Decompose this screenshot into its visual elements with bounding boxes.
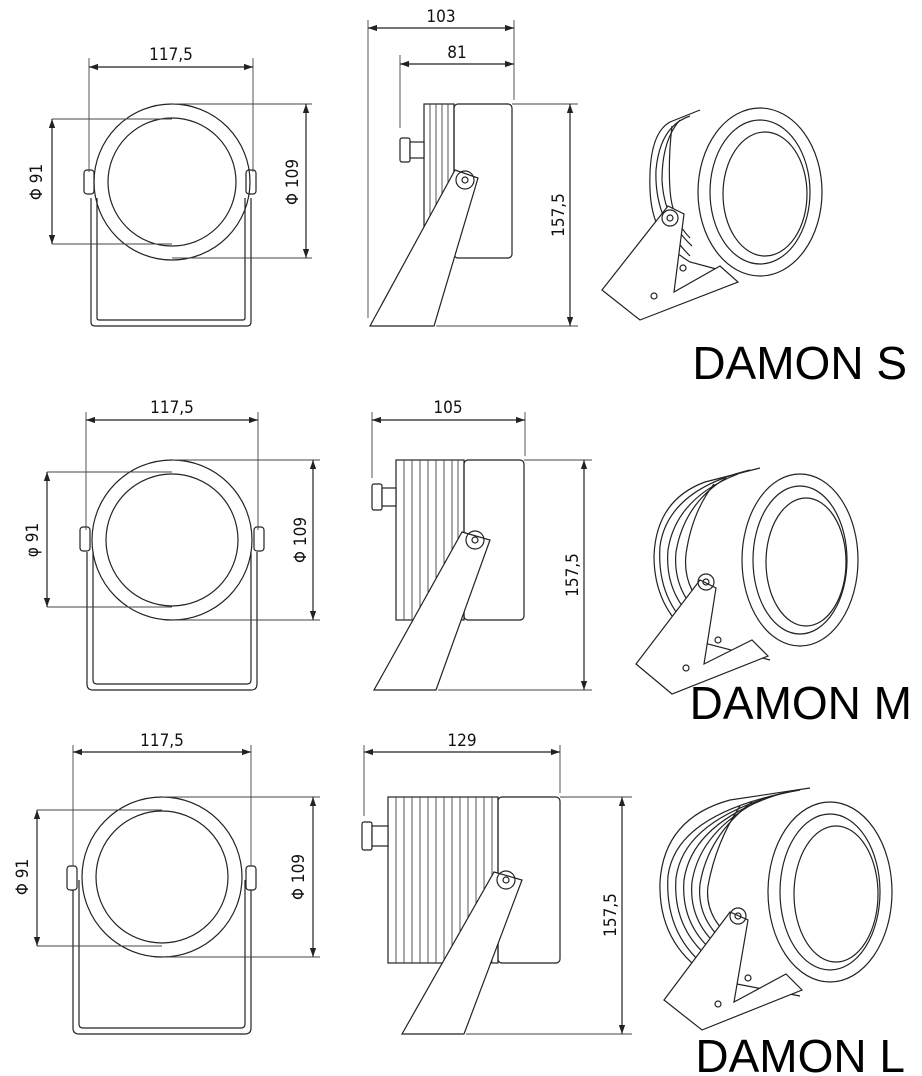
front-view-m: 117,5 φ 91 Φ 109 xyxy=(23,398,320,691)
depth-total-dim-s: 103 xyxy=(426,7,455,27)
depth-total-dim-l: 129 xyxy=(447,731,476,751)
iso-view-s xyxy=(601,107,823,321)
height-dim-m: 157,5 xyxy=(563,553,583,597)
width-dim-s: 117,5 xyxy=(149,45,193,65)
iso-view-m xyxy=(635,467,859,695)
side-view-m: 105 157,5 xyxy=(371,398,592,691)
front-view-l: 117,5 Φ 91 Φ 109 xyxy=(13,731,320,1035)
model-name-l: DAMON L xyxy=(695,1030,905,1076)
front-view-s: 117,5 Φ 91 Φ 109 xyxy=(27,45,312,327)
side-view-l: 129 157,5 xyxy=(361,731,632,1035)
inner-dia-dim-s: Φ 91 xyxy=(27,164,47,200)
model-m-group: 117,5 φ 91 Φ 109 10 xyxy=(23,398,912,729)
width-dim-l: 117,5 xyxy=(140,731,184,751)
height-dim-s: 157,5 xyxy=(549,193,569,237)
height-dim-l: 157,5 xyxy=(601,893,621,937)
depth-body-dim-s: 81 xyxy=(447,43,466,63)
model-name-m: DAMON M xyxy=(690,677,912,729)
depth-total-dim-m: 105 xyxy=(433,398,462,418)
width-dim-m: 117,5 xyxy=(150,398,194,418)
iso-view-l xyxy=(659,787,893,1031)
outer-dia-dim-l: Φ 109 xyxy=(289,854,309,900)
outer-dia-dim-s: Φ 109 xyxy=(283,159,303,205)
model-l-group: 117,5 Φ 91 Φ 109 xyxy=(13,731,905,1076)
model-name-s: DAMON S xyxy=(692,337,907,389)
outer-dia-dim-m: Φ 109 xyxy=(291,517,311,563)
model-s-group: 117,5 Φ 91 Φ 109 103 81 xyxy=(27,7,907,389)
inner-dia-dim-l: Φ 91 xyxy=(13,859,33,895)
side-view-s: 103 81 157,5 xyxy=(367,7,578,327)
inner-dia-dim-m: φ 91 xyxy=(23,523,43,557)
